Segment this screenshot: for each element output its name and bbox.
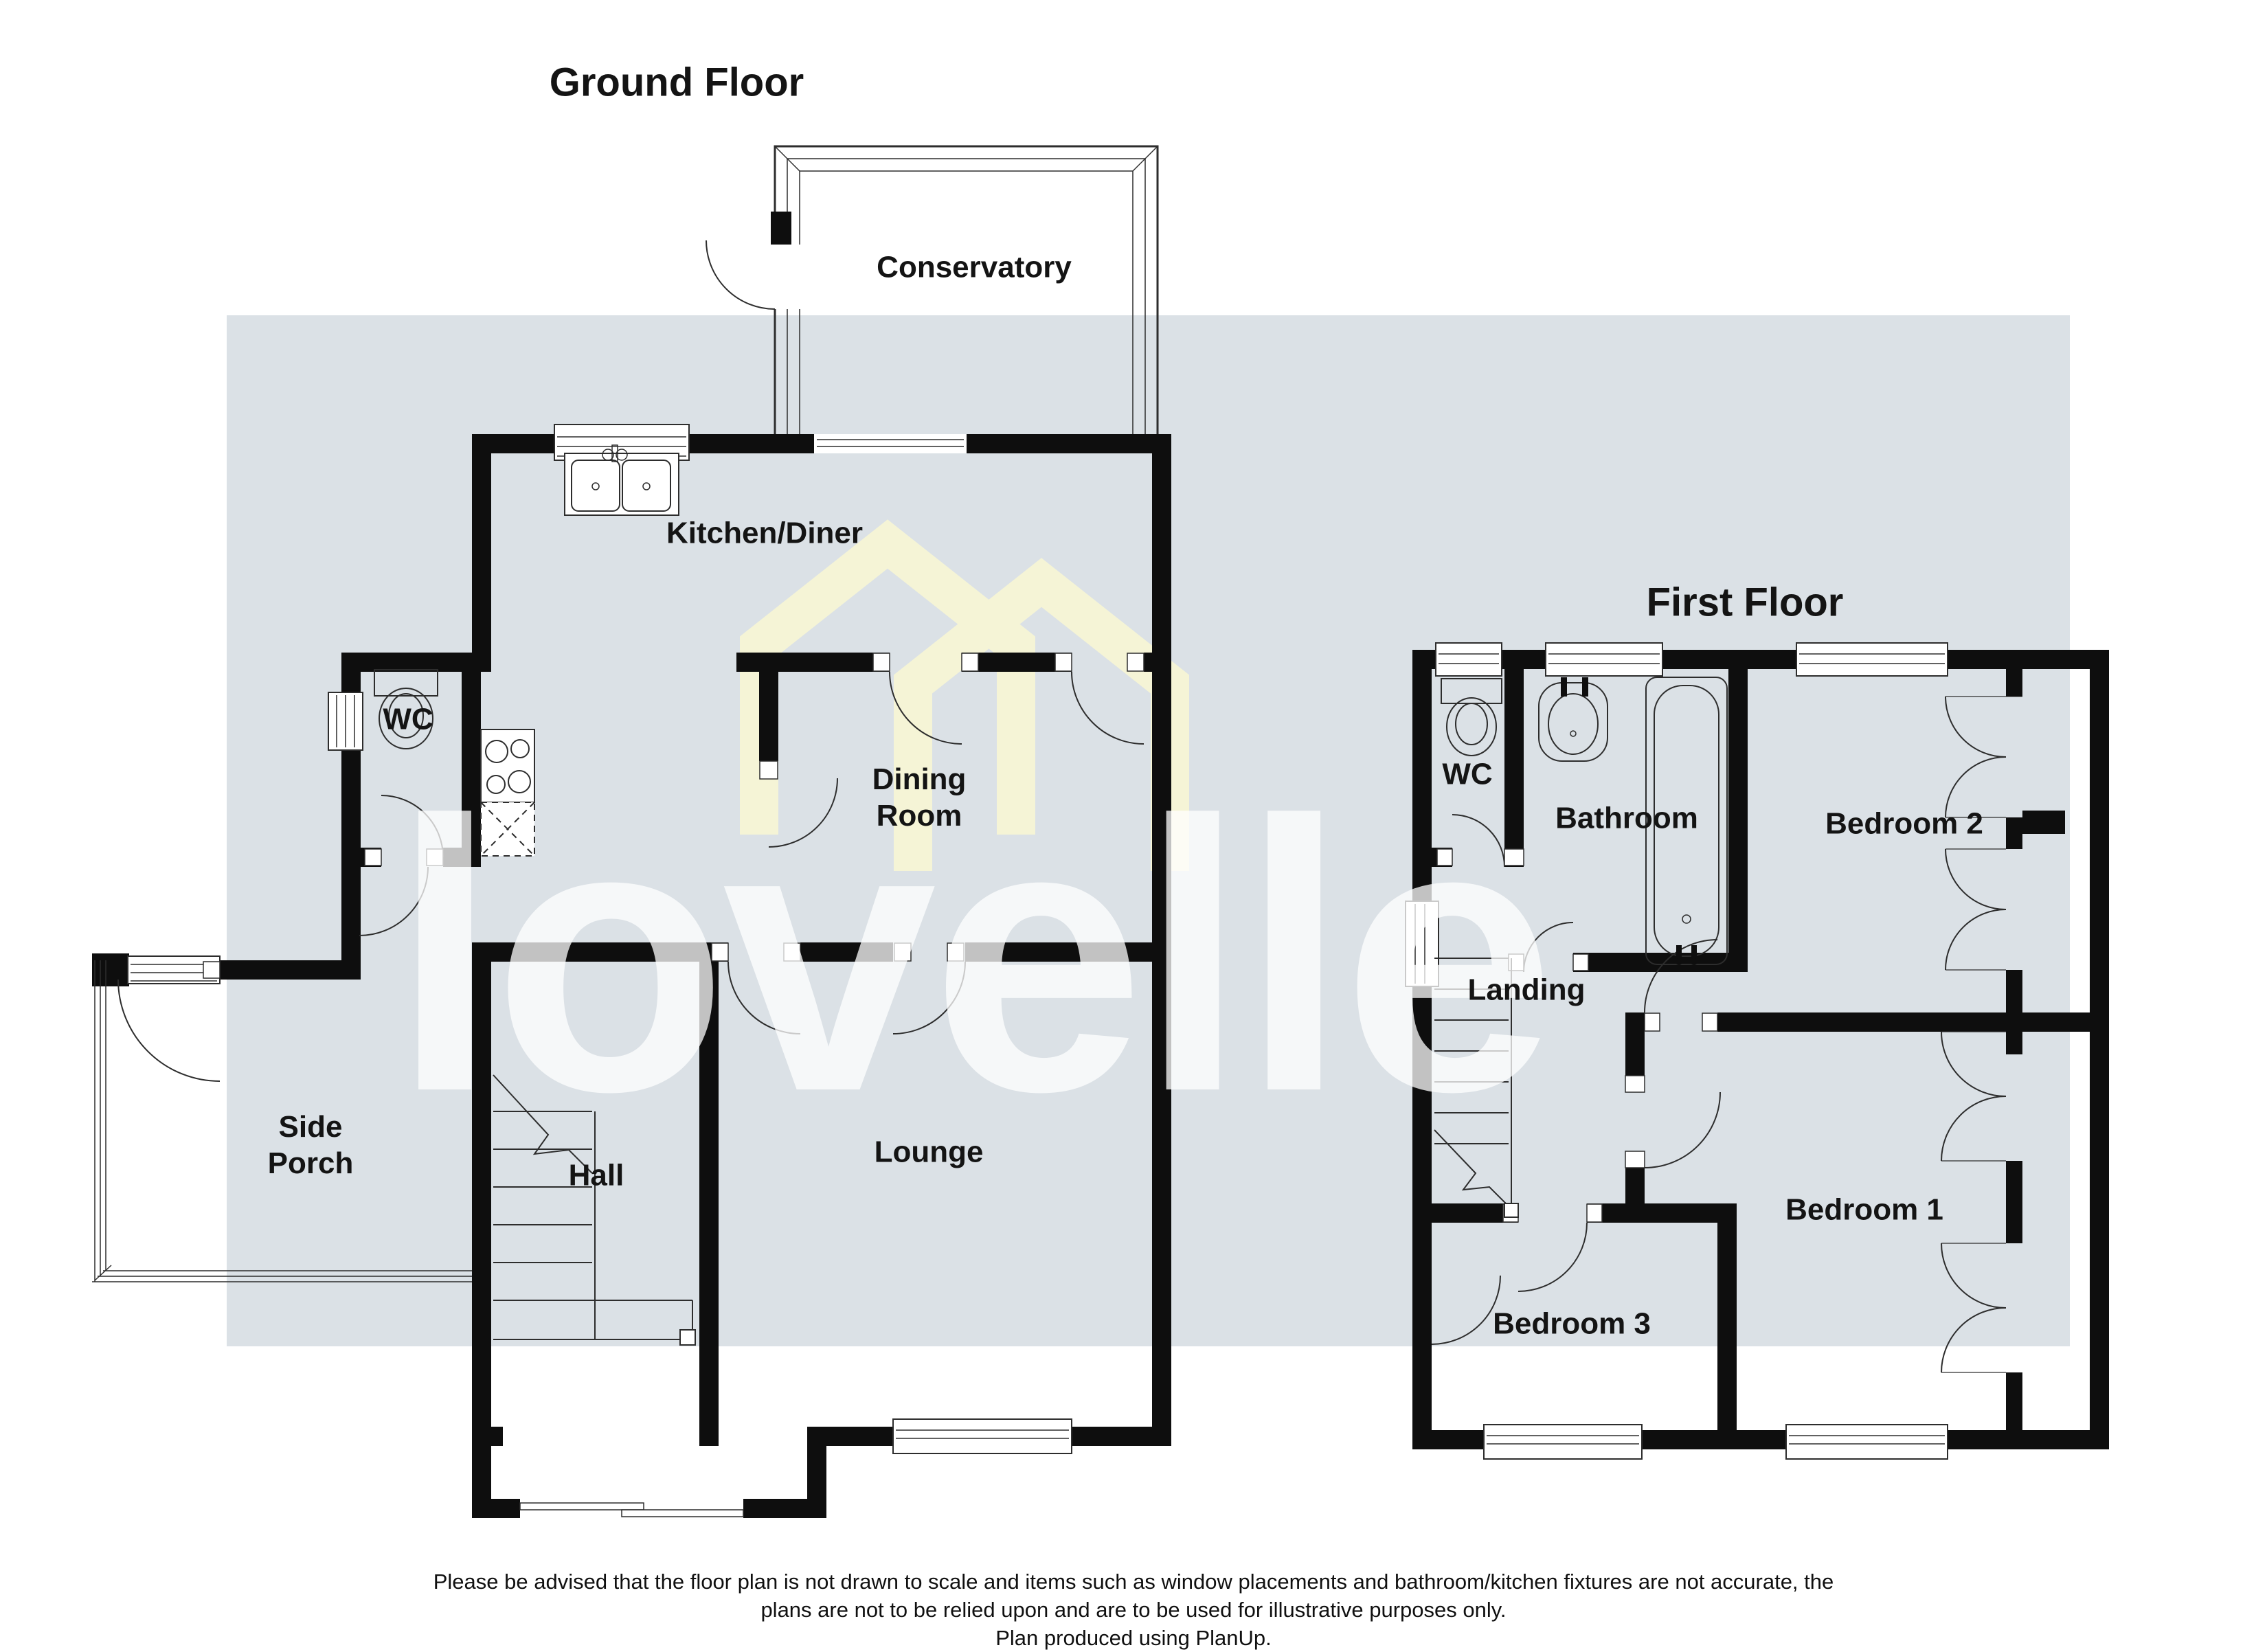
- stairs-ground: [493, 1074, 696, 1346]
- room-label-first-wc: WC: [1442, 757, 1493, 791]
- room-label-bathroom: Bathroom: [1555, 801, 1698, 835]
- room-label-side-porch: Side Porch: [267, 1110, 354, 1180]
- first-floor-windows: [1405, 642, 1948, 1460]
- room-label-ground-wc: WC: [383, 702, 433, 736]
- watermark-text: lovelle: [392, 741, 1556, 1171]
- room-label-bedroom-1: Bedroom 1: [1785, 1192, 1943, 1227]
- room-label-lounge: Lounge: [874, 1135, 984, 1169]
- room-label-bedroom-3: Bedroom 3: [1493, 1306, 1651, 1341]
- footer-disclaimer: Please be advised that the floor plan is…: [0, 1568, 2267, 1652]
- room-label-landing: Landing: [1467, 973, 1586, 1007]
- kitchen-sink-fixture: [564, 444, 679, 516]
- first-floor-door-arcs: [1431, 814, 1721, 1345]
- room-label-dining-room: Dining Room: [872, 762, 967, 833]
- bathroom-sink-fixture: [1538, 677, 1608, 762]
- first-floor-plan: [1405, 642, 2109, 1460]
- wardrobe-bedroom2: [1945, 696, 2022, 971]
- footer-line-3: Plan produced using PlanUp.: [995, 1626, 1272, 1650]
- toilet-fixture-first-wc: [1441, 678, 1502, 756]
- room-label-hall: Hall: [568, 1158, 624, 1192]
- toilet-fixture-ground-wc: [374, 669, 438, 749]
- footer-line-1: Please be advised that the floor plan is…: [433, 1570, 1834, 1594]
- hob-fixture: [480, 729, 535, 857]
- conservatory-walls: [706, 145, 1159, 444]
- first-floor-door-jambs: [1436, 848, 1718, 1223]
- bathtub-fixture: [1645, 677, 1728, 965]
- room-label-conservatory: Conservatory: [877, 250, 1072, 284]
- stairs-first: [1434, 958, 1519, 1218]
- wardrobe-bedroom1: [1941, 1031, 2007, 1373]
- footer-line-2: plans are not to be relied upon and are …: [760, 1598, 1507, 1622]
- first-floor-title: First Floor: [1646, 580, 1844, 625]
- room-label-bedroom-2: Bedroom 2: [1825, 806, 1983, 841]
- ground-floor-door-jambs: [203, 653, 1144, 979]
- ground-floor-door-arcs: [117, 671, 1144, 1082]
- ground-floor-plan: [92, 145, 1171, 1518]
- ground-floor-title: Ground Floor: [549, 60, 804, 105]
- room-label-kitchen-diner: Kitchen/Diner: [666, 516, 864, 550]
- side-porch-glazing: [92, 960, 472, 1282]
